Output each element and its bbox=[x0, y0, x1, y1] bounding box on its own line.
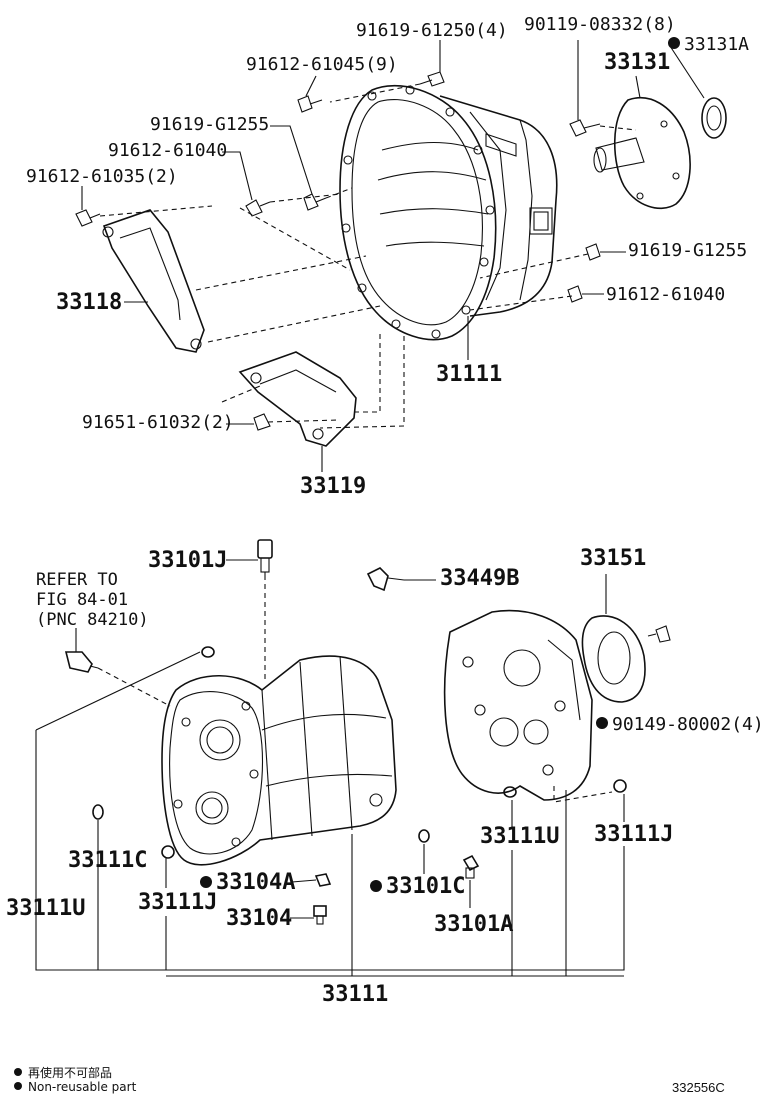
transmission-case-33111 bbox=[161, 655, 397, 866]
bell-housing-31111 bbox=[339, 84, 558, 341]
label-33101J: 33101J bbox=[148, 548, 228, 573]
label-33131: 33131 bbox=[604, 50, 671, 75]
bracket-33118 bbox=[102, 209, 205, 353]
label-33151: 33151 bbox=[580, 546, 647, 571]
bolt-91619-G1255-upper bbox=[303, 193, 327, 211]
bolt-91612-61035 bbox=[75, 209, 101, 227]
label-31111: 31111 bbox=[436, 362, 503, 387]
pin-33111J-left bbox=[161, 845, 175, 859]
bolt-91619-G1255-lower bbox=[585, 243, 601, 261]
non-reusable-dot-icon bbox=[668, 37, 680, 49]
label-33111: 33111 bbox=[322, 982, 389, 1007]
switch-84210 bbox=[64, 651, 99, 673]
plug-33101C bbox=[418, 829, 430, 843]
rear-housing bbox=[443, 609, 593, 801]
label-91612-61040-b: 91612-61040 bbox=[606, 284, 726, 305]
bolt-91612-61045 bbox=[297, 95, 323, 113]
label-33119: 33119 bbox=[300, 474, 367, 499]
legend-dot-icon bbox=[14, 1068, 22, 1076]
legend-english-text: Non-reusable part bbox=[28, 1080, 137, 1094]
pin-33111J-right bbox=[613, 779, 627, 793]
sensor-33101J bbox=[257, 539, 273, 580]
pin-33111C bbox=[92, 804, 104, 820]
clip-33449B bbox=[366, 567, 405, 592]
label-33449B: 33449B bbox=[440, 566, 520, 591]
pin-33111U-right bbox=[503, 786, 517, 798]
label-33111J-left: 33111J bbox=[138, 890, 218, 915]
bolt-91619-61250 bbox=[419, 71, 445, 87]
non-reusable-dot-icon bbox=[370, 880, 382, 892]
label-33101C-text: 33101C bbox=[386, 874, 466, 899]
gasket-33151 bbox=[581, 615, 646, 703]
label-33131A-text: 33131A bbox=[684, 34, 750, 55]
label-91619-G1255-b: 91619-G1255 bbox=[628, 240, 748, 261]
bolt-90149-80002 bbox=[647, 625, 671, 643]
label-90119-08332: 90119-08332(8) bbox=[524, 14, 676, 35]
figure-id: 332556C bbox=[672, 1080, 725, 1095]
oil-seal-33131A bbox=[701, 97, 727, 139]
label-33104: 33104 bbox=[226, 906, 293, 931]
non-reusable-dot-icon bbox=[200, 876, 212, 888]
label-33104A-text: 33104A bbox=[216, 870, 296, 895]
label-33111J-right: 33111J bbox=[594, 822, 674, 847]
bolt-91651-61032 bbox=[253, 413, 271, 431]
plug-33104 bbox=[313, 905, 327, 925]
legend-japanese-text: 再使用不可部品 bbox=[28, 1066, 113, 1080]
label-33111U-left: 33111U bbox=[6, 896, 86, 921]
pin-33111J-top bbox=[201, 646, 215, 658]
label-91612-61045: 91612-61045(9) bbox=[246, 54, 398, 75]
label-90149-80002: 90149-80002(4) bbox=[596, 716, 760, 734]
label-91619-G1255-a: 91619-G1255 bbox=[150, 114, 270, 135]
bolt-90119-08332 bbox=[569, 119, 601, 137]
label-33101A: 33101A bbox=[434, 912, 514, 937]
label-91651-61032: 91651-61032(2) bbox=[82, 412, 234, 433]
plug-33101A bbox=[462, 854, 480, 879]
label-33111U-right: 33111U bbox=[480, 824, 560, 849]
label-91619-61250: 91619-61250(4) bbox=[356, 20, 508, 41]
bracket-33119 bbox=[238, 351, 357, 447]
non-reusable-dot-icon bbox=[596, 717, 608, 729]
refer-note: REFER TO FIG 84-01 (PNC 84210) bbox=[36, 570, 149, 630]
legend-japanese: 再使用不可部品 bbox=[14, 1064, 112, 1081]
label-91612-61035: 91612-61035(2) bbox=[26, 166, 178, 187]
label-33104A: 33104A bbox=[200, 872, 295, 894]
label-33118: 33118 bbox=[56, 290, 123, 315]
bolt-91612-61040-upper bbox=[245, 199, 271, 217]
label-90149-80002-text: 90149-80002(4) bbox=[612, 714, 760, 735]
retainer-33131 bbox=[593, 97, 691, 210]
label-33111C: 33111C bbox=[68, 848, 148, 873]
label-91612-61040-a: 91612-61040 bbox=[108, 140, 228, 161]
label-33101C: 33101C bbox=[370, 876, 465, 898]
plug-33104A bbox=[314, 873, 332, 887]
bolt-91612-61040-lower bbox=[567, 285, 583, 303]
legend-english: Non-reusable part bbox=[14, 1080, 136, 1094]
legend-dot-icon bbox=[14, 1082, 22, 1090]
label-33131A: 33131A bbox=[668, 36, 749, 54]
